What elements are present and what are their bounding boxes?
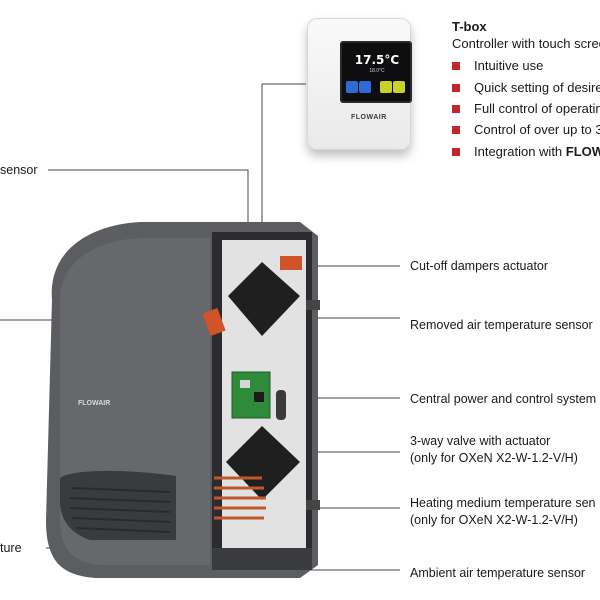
callout-cut-off-dampers: Cut-off dampers actuator [410,259,549,273]
power-icon [346,81,358,93]
tbox-subtitle: Controller with touch scree [452,36,600,51]
tbox-display-sub: 18.0°C [369,68,385,74]
callout-central-system: Central power and control system [410,392,597,406]
callout-sensor: sensor [0,163,38,177]
unit-logo: FLOWAIR [78,400,111,407]
callout-left-bottom: ture [0,541,22,555]
bullet-icon [452,84,460,92]
tbox-controller: 17.5°C 18.0°C FLOWAIR [307,18,412,150]
callout-heating-title: Heating medium temperature sen [410,496,596,510]
callout-valve-title: 3-way valve with actuator [410,434,551,448]
callout-valve-note: (only for OXeN X2-W-1.2-V/H) [410,451,578,465]
tbox-touch-screen: 17.5°C 18.0°C [340,41,412,103]
tbox-title: T-box [452,19,487,34]
bullet-icon [452,105,460,113]
bullet-icon [452,126,460,134]
callout-removed-air: Removed air temperature sensor [410,318,593,332]
callout-ambient: Ambient air temperature sensor [410,566,586,580]
mode-icon [359,81,371,93]
callout-heating-note: (only for OXeN X2-W-1.2-V/H) [410,513,578,527]
minus-icon [380,81,392,93]
tbox-brand-logo: FLOWAIR [351,114,387,121]
tbox-display-temp: 17.5°C [354,53,400,67]
bullet-icon [452,148,460,156]
bullet-icon [452,62,460,70]
plus-icon [393,81,405,93]
